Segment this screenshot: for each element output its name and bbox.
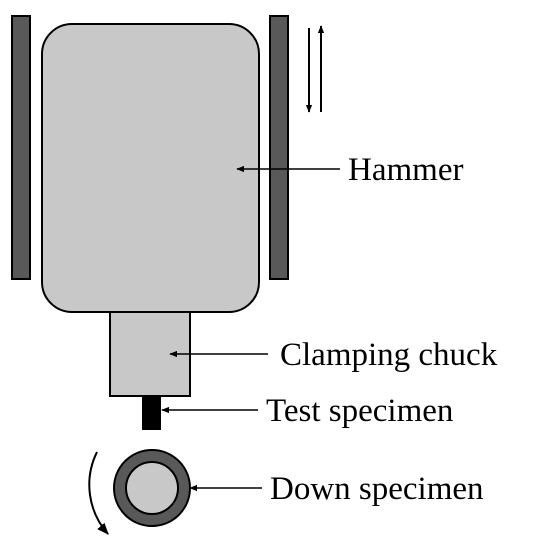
down-specimen-label: Down specimen — [270, 471, 484, 507]
clamping-chuck-label: Clamping chuck — [280, 337, 498, 373]
test-specimen — [142, 396, 161, 430]
left-guide-rail — [11, 15, 31, 280]
right-guide-rail — [269, 15, 289, 280]
test-specimen-label: Test specimen — [266, 393, 453, 429]
hammer-label: Hammer — [348, 152, 463, 188]
hammer-body — [41, 23, 260, 313]
down-specimen-inner — [125, 461, 179, 515]
rotation-arrow — [88, 451, 109, 535]
